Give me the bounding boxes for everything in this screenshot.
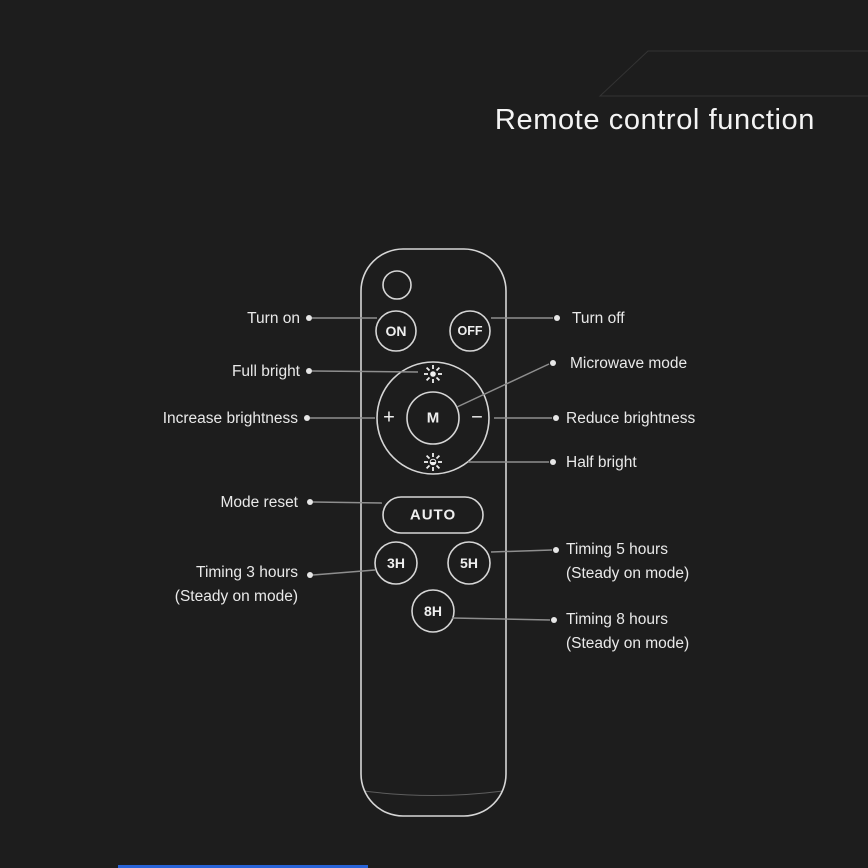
timer-5h-button (447, 541, 491, 585)
off-button-label: OFF (457, 324, 483, 338)
leader-microwave-mode (456, 363, 550, 408)
mode-button (406, 391, 460, 445)
annotation-reduce-brightness: Reduce brightness (566, 407, 695, 430)
annotation-text: Increase brightness (162, 410, 298, 427)
decorative-circuit-line (598, 50, 868, 97)
on-button (375, 310, 417, 352)
annotation-text: Full bright (231, 363, 300, 380)
annotation-timing-5h: Timing 5 hours (Steady on mode) (566, 538, 689, 586)
dial-pad-circle (376, 361, 490, 475)
full-bright-icon (424, 365, 442, 383)
minus-button-label: − (471, 406, 483, 429)
plus-button-label: + (383, 406, 395, 429)
bottom-accent-bar (118, 865, 368, 868)
timer-3h-button (374, 541, 418, 585)
annotation-timing-8h: Timing 8 hours (Steady on mode) (566, 608, 689, 656)
annotation-subtext: (Steady on mode) (174, 588, 298, 605)
auto-button-label: AUTO (409, 506, 457, 524)
leader-timing-8h (451, 617, 551, 621)
annotation-text: Reduce brightness (566, 410, 696, 427)
leader-lines (310, 317, 553, 621)
mode-button-label: M (426, 409, 440, 427)
annotation-turn-on: Turn on (247, 307, 300, 330)
timer-3h-button-label: 3H (387, 555, 405, 571)
annotation-text: Half bright (566, 454, 637, 471)
annotation-half-bright: Half bright (566, 451, 637, 474)
annotation-mode-reset: Mode reset (220, 491, 298, 514)
annotation-text: Mode reset (220, 494, 298, 511)
leader-full-bright (311, 370, 419, 373)
ir-led-circle (382, 270, 412, 300)
annotation-turn-off: Turn off (572, 307, 625, 330)
annotation-text: Microwave mode (570, 355, 688, 372)
annotation-text: Timing 5 hours (566, 541, 668, 558)
timer-8h-button (411, 589, 455, 633)
annotation-text: Timing 3 hours (196, 564, 298, 581)
leader-timing-5h (490, 549, 553, 553)
annotation-subtext: (Steady on mode) (566, 635, 690, 652)
annotation-text: Turn on (247, 310, 300, 327)
remote-outline (360, 248, 507, 817)
annotation-text: Timing 8 hours (566, 611, 668, 628)
auto-button (382, 496, 484, 534)
timer-8h-button-label: 8H (424, 603, 442, 619)
leader-timing-3h (312, 569, 376, 576)
annotation-full-bright: Full bright (232, 360, 300, 383)
page-title: Remote control function (494, 104, 815, 136)
on-button-label: ON (385, 323, 407, 339)
annotation-subtext: (Steady on mode) (566, 565, 690, 582)
remote-body (360, 248, 507, 817)
off-button (449, 310, 491, 352)
half-bright-icon (424, 453, 442, 471)
timer-5h-button-label: 5H (460, 555, 478, 571)
annotation-microwave-mode: Microwave mode (570, 352, 687, 375)
remote-bottom-seam (363, 790, 504, 796)
annotation-text: Turn off (572, 310, 625, 327)
leader-mode-reset (312, 501, 383, 504)
leader-dots (304, 315, 560, 623)
annotation-timing-3h: Timing 3 hours (Steady on mode) (175, 561, 298, 609)
annotation-increase-brightness: Increase brightness (163, 407, 298, 430)
